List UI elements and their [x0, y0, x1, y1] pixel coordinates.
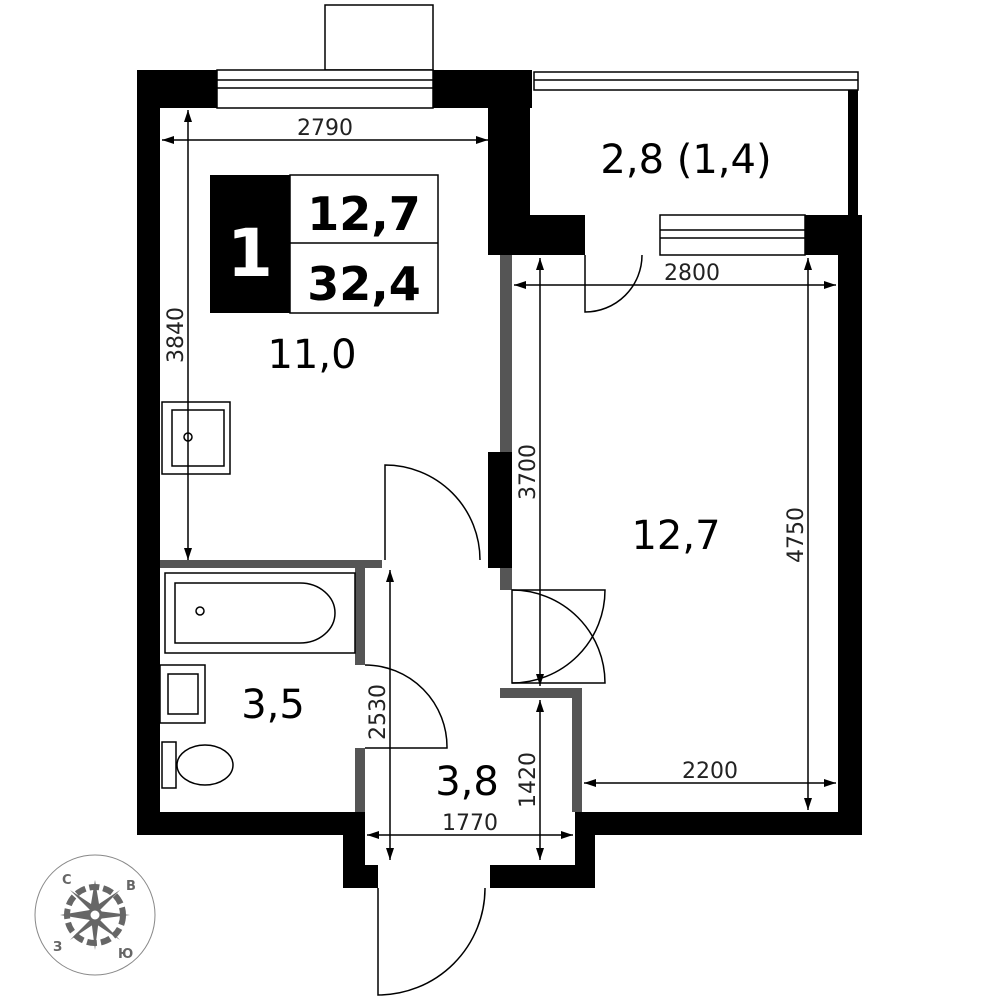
apartment-badge: 1 12,7 32,4 [210, 174, 439, 314]
dimension-arrow [536, 674, 544, 686]
dimension-arrow [536, 848, 544, 860]
compass-icon: С В Ю З [34, 854, 156, 976]
compass-west: З [53, 940, 62, 955]
dimension-arrow [536, 258, 544, 270]
dimension-arrow [386, 570, 394, 582]
area-bedroom: 12,7 [631, 513, 720, 559]
dim-room-length-right: 4750 [784, 507, 809, 563]
total-area: 32,4 [307, 257, 421, 311]
dimension-arrow [536, 700, 544, 712]
windows [216, 69, 859, 256]
compass-north: С [62, 873, 72, 888]
living-area: 12,7 [307, 187, 421, 241]
dim-bath-length: 2530 [366, 684, 391, 740]
outer-walls [137, 70, 862, 888]
dimension-arrow [184, 110, 192, 122]
doors [364, 254, 643, 996]
dim-room-bottom-width: 2200 [682, 759, 738, 784]
compass-east: В [126, 879, 136, 894]
dim-room-length-left: 3700 [516, 444, 541, 500]
dimension-arrow [386, 848, 394, 860]
dimension-arrow [514, 281, 526, 289]
dimension-lines [162, 110, 836, 860]
dim-hall-width: 1770 [442, 811, 498, 836]
vent-shaft [324, 4, 434, 71]
dimension-arrow [476, 136, 488, 144]
area-balcony: 2,8 (1,4) [600, 137, 771, 183]
area-hallway: 3,8 [435, 759, 499, 805]
dimension-arrow [367, 831, 379, 839]
dim-kitchen-length: 3840 [164, 307, 189, 363]
dimension-arrow [162, 136, 174, 144]
dim-kitchen-width: 2790 [297, 116, 353, 141]
dimension-arrow [804, 258, 812, 270]
compass-south: Ю [118, 947, 133, 962]
partitions [160, 255, 582, 812]
dimension-arrow [561, 831, 573, 839]
dim-room-width: 2800 [664, 261, 720, 286]
dimension-arrow [824, 779, 836, 787]
dimension-arrow [824, 281, 836, 289]
dimension-arrow [804, 798, 812, 810]
fixtures [159, 401, 356, 789]
dimension-arrow [584, 779, 596, 787]
room-count: 1 [227, 215, 273, 292]
area-kitchen: 11,0 [267, 332, 356, 378]
area-bathroom: 3,5 [241, 682, 305, 728]
dim-hall-length: 1420 [516, 752, 541, 808]
dimension-arrow [184, 548, 192, 560]
